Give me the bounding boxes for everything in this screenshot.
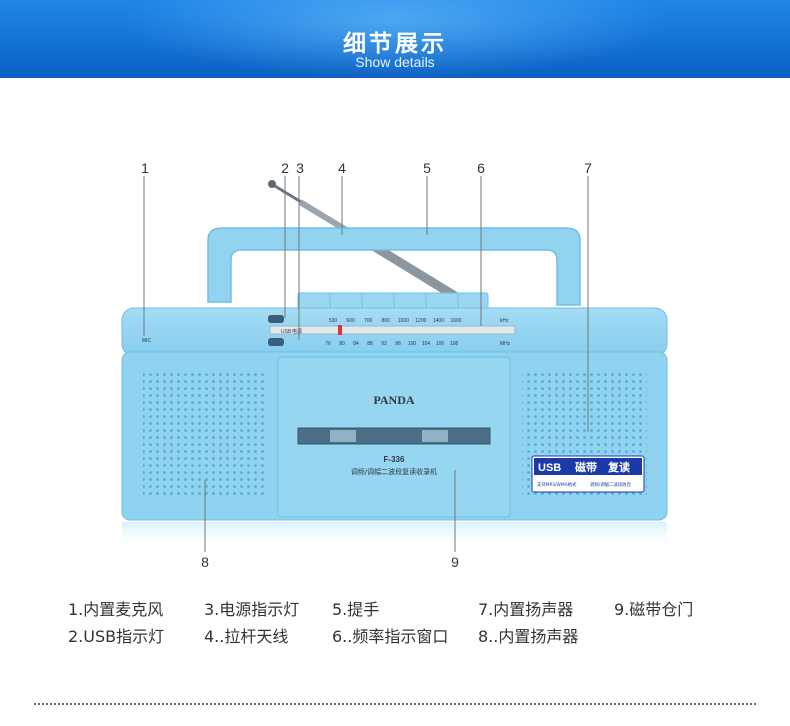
legend-item-6: 6..频率指示窗口	[332, 627, 449, 646]
am-scale-label-2: 700	[364, 318, 373, 324]
cassette-window	[297, 427, 491, 445]
brand-logo: PANDA	[373, 393, 414, 407]
callout-6: 6	[477, 160, 485, 176]
reflection	[122, 522, 667, 550]
usb-indicator-light	[268, 315, 284, 323]
legend-item-1: 1.内置麦克风	[68, 600, 164, 619]
fm-scale-label-2: 84	[353, 341, 359, 347]
legend-item-4: 4..拉杆天线	[204, 627, 289, 646]
bottom-divider	[34, 703, 756, 705]
page-title: 细节展示	[343, 31, 447, 57]
callout-3: 3	[296, 160, 304, 176]
fm-scale-label-9: 108	[450, 341, 459, 347]
am-scale-label-1: 600	[346, 318, 355, 324]
frequency-pointer	[338, 325, 342, 335]
callout-9: 9	[451, 554, 459, 570]
fm-scale-label-0: 76	[325, 341, 331, 347]
product-description: 调频/调幅二波段复读收录机	[351, 467, 437, 476]
am-scale-label-4: 1000	[398, 318, 409, 324]
model-number: F-336	[384, 455, 405, 464]
am-scale-label-3: 800	[382, 318, 391, 324]
feature-legend: 1.内置麦克风 2.USB指示灯 3.电源指示灯 4..拉杆天线 5.提手 6.…	[0, 596, 790, 656]
badge-repeat: 复读	[607, 460, 630, 474]
am-scale: 530 600 700 800 1000 1200 1400 1600	[329, 318, 462, 324]
power-label: 电源	[292, 328, 302, 335]
am-scale-label-6: 1400	[433, 318, 444, 324]
header-banner: 细节展示 Show details	[0, 0, 790, 78]
legend-item-3: 3.电源指示灯	[204, 600, 300, 619]
antenna-tip	[268, 180, 276, 188]
legend-item-2: 2.USB指示灯	[68, 627, 165, 646]
am-scale-label-5: 1200	[415, 318, 426, 324]
mic-label: MIC	[142, 338, 152, 344]
am-unit: kHz	[500, 318, 509, 324]
power-indicator-light	[268, 338, 284, 346]
fm-scale-label-1: 80	[339, 341, 345, 347]
fm-scale-label-4: 92	[381, 341, 387, 347]
callout-2: 2	[281, 160, 289, 176]
callout-5: 5	[423, 160, 431, 176]
am-scale-label-0: 530	[329, 318, 338, 324]
fm-scale: 76 80 84 88 92 96 100 104 106 108	[325, 341, 458, 347]
legend-item-9: 9.磁带仓门	[614, 600, 694, 619]
am-scale-label-7: 1600	[450, 318, 461, 324]
badge-line1: 支持MP3/WMA格式	[537, 481, 577, 488]
badge-tape: 磁带	[575, 460, 597, 474]
legend-item-8: 8..内置扬声器	[478, 627, 579, 646]
legend-item-5: 5.提手	[332, 600, 380, 619]
callout-1: 1	[141, 160, 149, 176]
callout-8: 8	[201, 554, 209, 570]
callout-7: 7	[584, 160, 592, 176]
fm-scale-label-8: 106	[436, 341, 445, 347]
page-subtitle: Show details	[355, 54, 435, 70]
frequency-window	[269, 325, 516, 335]
carry-handle	[207, 227, 581, 306]
usb-label: USB	[281, 329, 292, 335]
fm-unit: MHz	[500, 341, 511, 347]
fm-scale-label-7: 104	[422, 341, 431, 347]
legend-item-7: 7.内置扬声器	[478, 600, 574, 619]
fm-scale-label-6: 100	[408, 341, 417, 347]
fm-scale-label-5: 96	[395, 341, 401, 347]
left-speaker	[143, 370, 268, 498]
callout-4: 4	[338, 160, 346, 176]
fm-scale-label-3: 88	[367, 341, 373, 347]
badge-line2: 调频/调幅二波段收音	[590, 481, 632, 488]
badge-usb: USB	[538, 462, 561, 474]
